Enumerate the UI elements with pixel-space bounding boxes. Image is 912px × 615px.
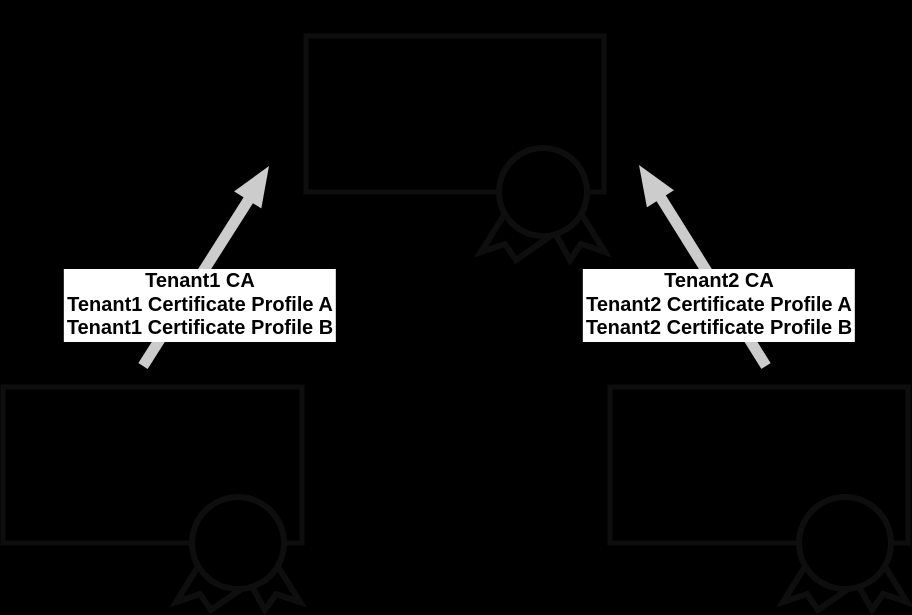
- root-ca-box: [303, 33, 607, 195]
- ribbon-seal: [189, 494, 287, 592]
- arrow-head-icon: [639, 165, 674, 208]
- tenant2-profile-a-line: Tenant2 Certificate Profile A: [586, 293, 852, 316]
- tenant2-certificate: [607, 384, 912, 615]
- tenant1-certificate: [0, 384, 307, 615]
- tenant1-label: Tenant1 CA Tenant1 Certificate Profile A…: [63, 269, 337, 342]
- certificate-seal-icon: [776, 494, 912, 615]
- arrow-head-icon: [234, 166, 269, 209]
- root-ca-certificate: [303, 33, 612, 266]
- tenant2-label: Tenant2 CA Tenant2 Certificate Profile A…: [582, 269, 856, 342]
- tenant1-profile-b-line: Tenant1 Certificate Profile B: [66, 317, 334, 339]
- certificate-seal-icon: [474, 145, 612, 266]
- tenant2-profile-b-line: Tenant2 Certificate Profile B: [585, 317, 853, 339]
- tenant1-ca-line: Tenant1 CA: [145, 270, 255, 292]
- tenant1-profile-a-line: Tenant1 Certificate Profile A: [67, 293, 333, 316]
- certificate-seal-icon: [169, 494, 307, 615]
- tenant2-ca-line: Tenant2 CA: [664, 270, 774, 292]
- ribbon-seal: [496, 145, 590, 239]
- ribbon-seal: [796, 494, 894, 592]
